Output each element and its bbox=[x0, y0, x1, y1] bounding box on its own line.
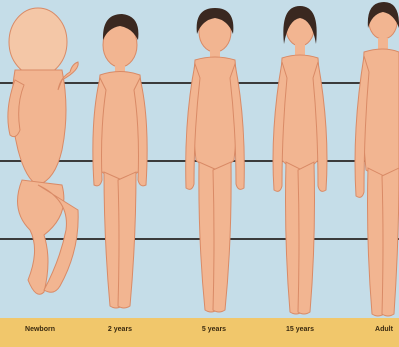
label-15-years: 15 years bbox=[286, 326, 314, 333]
newborn-figure bbox=[8, 8, 78, 294]
adult-figure bbox=[355, 2, 399, 316]
five-years-figure bbox=[186, 8, 245, 312]
age-label-bar bbox=[0, 318, 399, 347]
two-years-figure bbox=[93, 14, 147, 308]
label-newborn: Newborn bbox=[25, 326, 55, 333]
label-5-years: 5 years bbox=[202, 326, 226, 333]
fifteen-years-figure bbox=[273, 6, 327, 314]
label-2-years: 2 years bbox=[108, 326, 132, 333]
label-adult: Adult bbox=[375, 326, 393, 333]
figures-illustration bbox=[0, 0, 399, 318]
